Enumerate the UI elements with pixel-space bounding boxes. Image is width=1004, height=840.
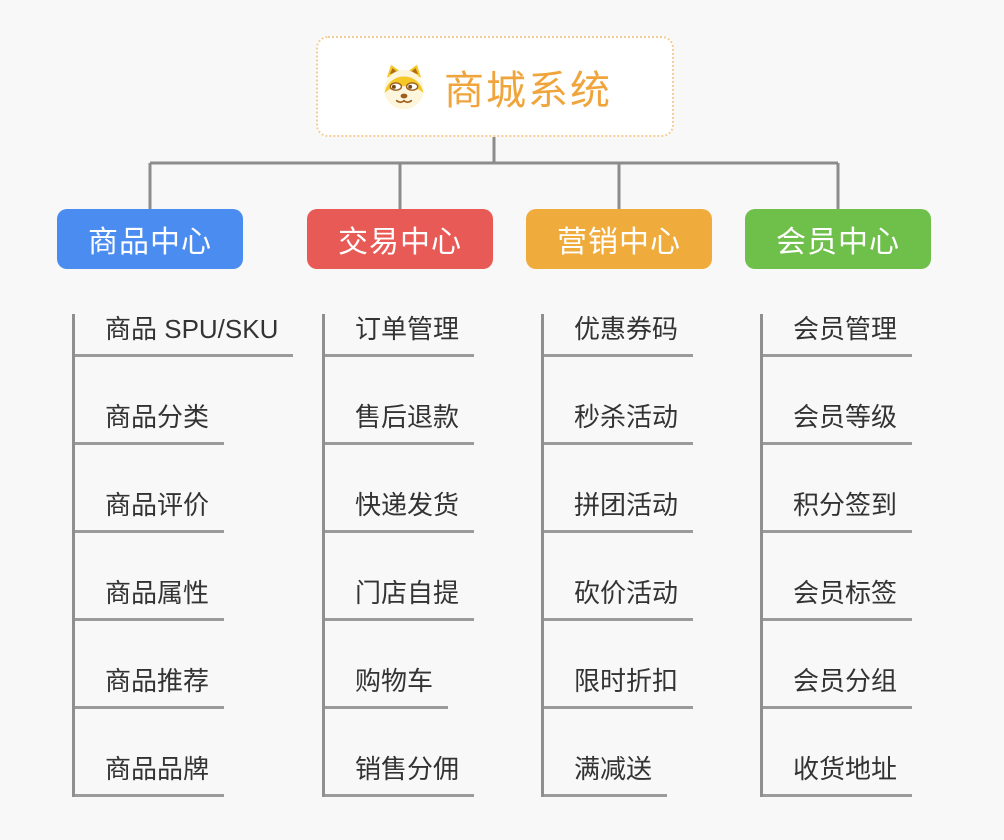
leaf-label: 门店自提 (355, 578, 460, 608)
leaf-label: 商品 SPU/SKU (105, 314, 279, 344)
branch-column-trade: 交易中心 订单管理 售后退款 快递发货 门店自提 购物车 销售分佣 (307, 209, 557, 797)
leaf-label: 售后退款 (355, 402, 460, 432)
leaf-group-trade: 订单管理 售后退款 快递发货 门店自提 购物车 销售分佣 (322, 314, 475, 797)
leaf-node[interactable]: 商品分类 (75, 402, 225, 445)
leaf-label: 销售分佣 (355, 754, 460, 784)
leaf-label: 秒杀活动 (574, 402, 679, 432)
branch-node-members[interactable]: 会员中心 (745, 209, 931, 269)
leaf-label: 会员标签 (793, 578, 898, 608)
leaf-group-products: 商品 SPU/SKU 商品分类 商品评价 商品属性 商品推荐 商品品牌 (72, 314, 294, 797)
dog-face-icon (378, 63, 430, 111)
leaf-label: 会员分组 (793, 666, 898, 696)
leaf-node[interactable]: 会员分组 (763, 666, 913, 709)
leaf-node[interactable]: 拼团活动 (544, 490, 694, 533)
branch-node-marketing[interactable]: 营销中心 (526, 209, 712, 269)
leaf-label: 会员管理 (793, 314, 898, 344)
leaf-node[interactable]: 售后退款 (325, 402, 475, 445)
leaf-node[interactable]: 购物车 (325, 666, 449, 709)
leaf-label: 满减送 (574, 754, 653, 784)
leaf-node[interactable]: 优惠券码 (544, 314, 694, 357)
leaf-label: 商品品牌 (105, 754, 210, 784)
leaf-label: 订单管理 (355, 314, 460, 344)
leaf-label: 购物车 (355, 666, 434, 696)
leaf-group-members: 会员管理 会员等级 积分签到 会员标签 会员分组 收货地址 (760, 314, 913, 797)
root-node[interactable]: 商城系统 (316, 36, 674, 137)
branch-column-members: 会员中心 会员管理 会员等级 积分签到 会员标签 会员分组 收货地址 (745, 209, 995, 797)
leaf-node[interactable]: 积分签到 (763, 490, 913, 533)
leaf-label: 商品分类 (105, 402, 210, 432)
branch-node-trade[interactable]: 交易中心 (307, 209, 493, 269)
leaf-node[interactable]: 商品评价 (75, 490, 225, 533)
leaf-label: 收货地址 (793, 754, 898, 784)
leaf-label: 会员等级 (793, 402, 898, 432)
root-title: 商城系统 (444, 68, 612, 113)
leaf-label: 拼团活动 (574, 490, 679, 520)
leaf-node[interactable]: 秒杀活动 (544, 402, 694, 445)
leaf-node[interactable]: 快递发货 (325, 490, 475, 533)
leaf-label: 砍价活动 (574, 578, 679, 608)
branch-column-marketing: 营销中心 优惠券码 秒杀活动 拼团活动 砍价活动 限时折扣 满减送 (526, 209, 776, 797)
leaf-label: 商品评价 (105, 490, 210, 520)
leaf-node[interactable]: 会员标签 (763, 578, 913, 621)
leaf-label: 积分签到 (793, 490, 898, 520)
leaf-node[interactable]: 门店自提 (325, 578, 475, 621)
branch-column-products: 商品中心 商品 SPU/SKU 商品分类 商品评价 商品属性 商品推荐 商品品牌 (57, 209, 307, 797)
leaf-node[interactable]: 收货地址 (763, 754, 913, 797)
leaf-label: 限时折扣 (574, 666, 679, 696)
branch-node-products[interactable]: 商品中心 (57, 209, 243, 269)
leaf-label: 优惠券码 (574, 314, 679, 344)
leaf-node[interactable]: 商品属性 (75, 578, 225, 621)
leaf-node[interactable]: 商品 SPU/SKU (75, 314, 294, 357)
leaf-label: 快递发货 (355, 490, 460, 520)
leaf-node[interactable]: 限时折扣 (544, 666, 694, 709)
leaf-node[interactable]: 订单管理 (325, 314, 475, 357)
leaf-label: 商品推荐 (105, 666, 210, 696)
leaf-label: 商品属性 (105, 578, 210, 608)
leaf-node[interactable]: 商品品牌 (75, 754, 225, 797)
leaf-node[interactable]: 会员等级 (763, 402, 913, 445)
leaf-node[interactable]: 会员管理 (763, 314, 913, 357)
leaf-node[interactable]: 满减送 (544, 754, 668, 797)
leaf-node[interactable]: 商品推荐 (75, 666, 225, 709)
leaf-node[interactable]: 砍价活动 (544, 578, 694, 621)
leaf-group-marketing: 优惠券码 秒杀活动 拼团活动 砍价活动 限时折扣 满减送 (541, 314, 694, 797)
leaf-node[interactable]: 销售分佣 (325, 754, 475, 797)
